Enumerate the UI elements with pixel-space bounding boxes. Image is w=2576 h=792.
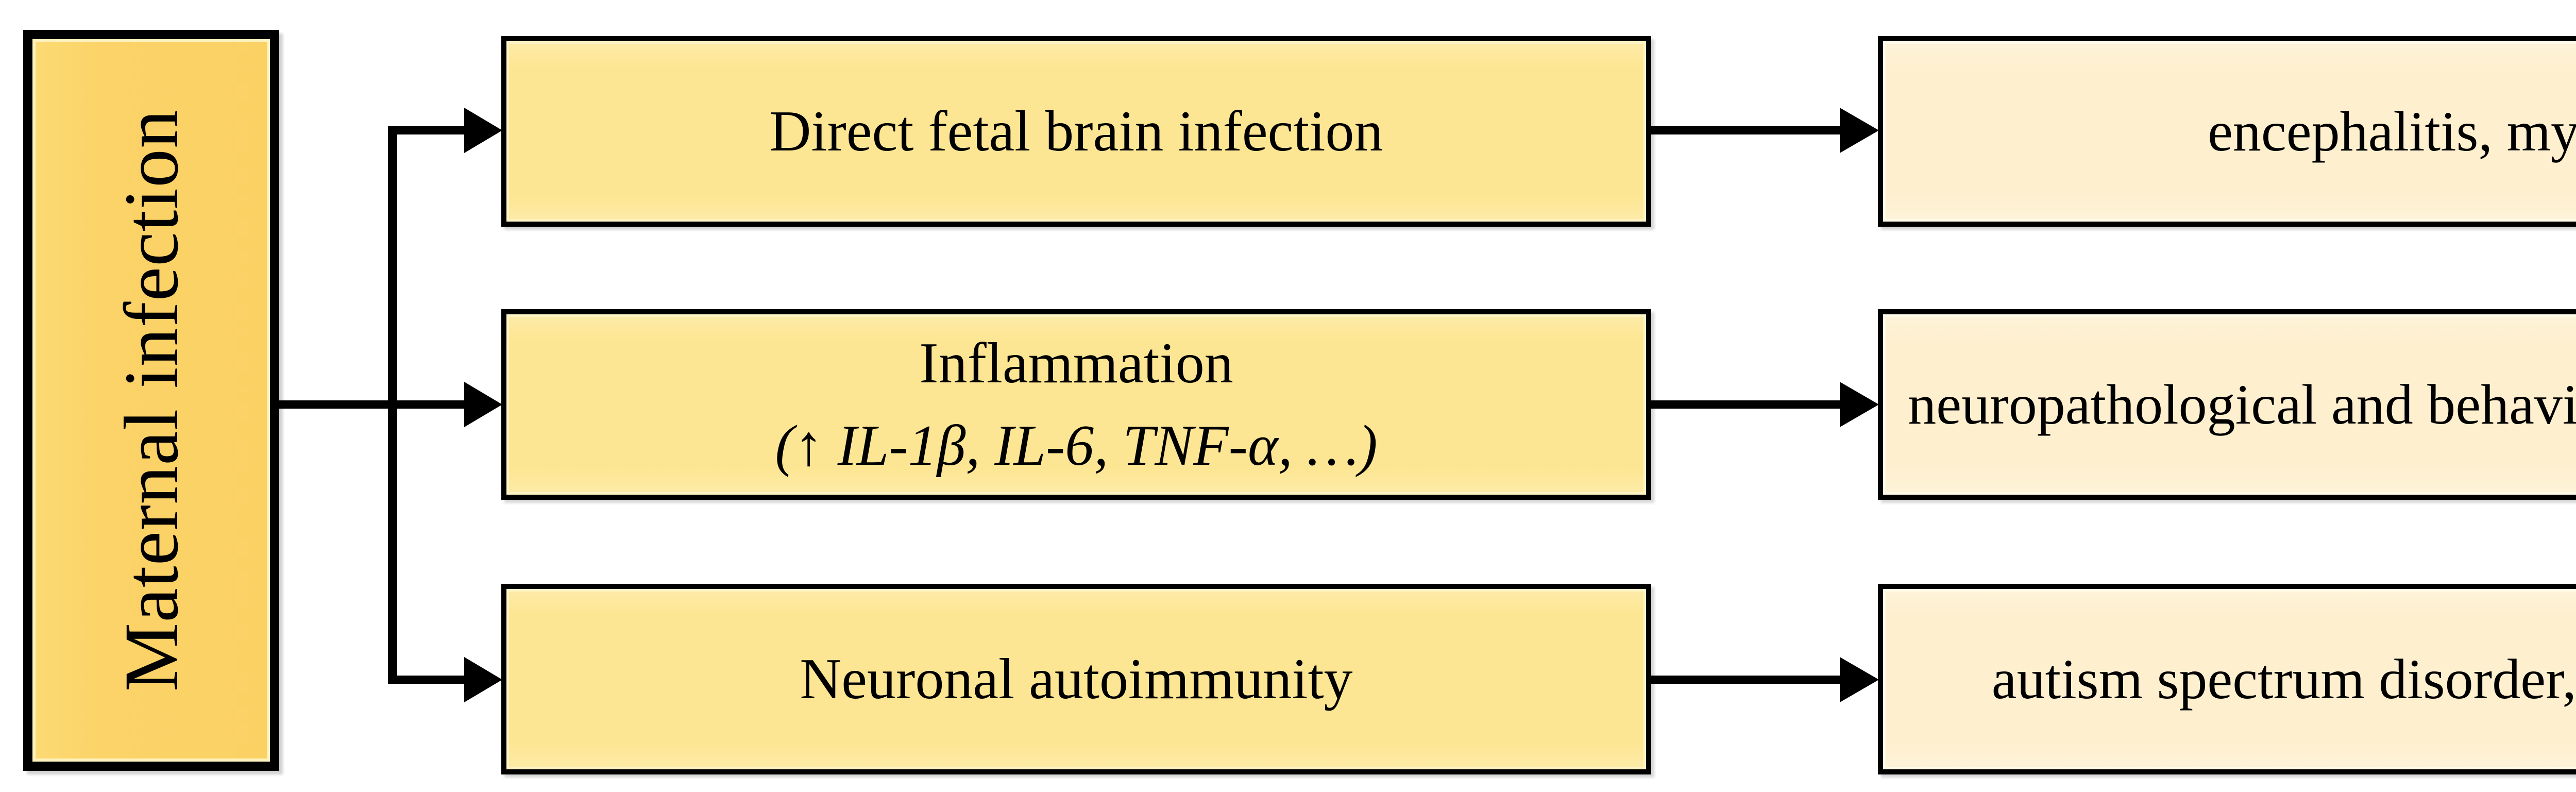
outcome-label: autism spectrum disorder, schizophrenia	[1991, 648, 2576, 711]
root-node-maternal-infection: Maternal infection	[23, 30, 279, 771]
outcome-node-neuropathological-behavioral-abnormalities: neuropathological and behavioral abnorma…	[1878, 309, 2576, 500]
outcome-node-asd-schizophrenia: autism spectrum disorder, schizophrenia	[1878, 584, 2576, 774]
outcome-label: encephalitis, myelitis	[2208, 100, 2576, 163]
mechanism-label: Inflammation	[919, 331, 1233, 395]
mechanism-node-direct-fetal-brain-infection: Direct fetal brain infection	[501, 36, 1651, 227]
arrowhead-right-icon	[1840, 108, 1879, 702]
outcome-node-encephalitis-myelitis: encephalitis, myelitis	[1878, 36, 2576, 227]
mechanism-node-neuronal-autoimmunity: Neuronal autoimmunity	[501, 584, 1651, 774]
connector-root-to-branches	[279, 126, 468, 684]
mechanism-node-inflammation: Inflammation (↑ IL-1β, IL-6, TNF-α, …)	[501, 309, 1651, 500]
mechanism-detail-cytokines: (↑ IL-1β, IL-6, TNF-α, …)	[775, 414, 1378, 478]
mechanism-label: Neuronal autoimmunity	[800, 647, 1353, 711]
connector-mechanism-to-outcome	[1651, 126, 1841, 684]
outcome-label: neuropathological and behavioral abnorma…	[1908, 373, 2576, 436]
mechanism-label: Direct fetal brain infection	[769, 99, 1383, 163]
root-node-label: Maternal infection	[108, 109, 194, 692]
arrowhead-right-icon	[464, 108, 502, 702]
